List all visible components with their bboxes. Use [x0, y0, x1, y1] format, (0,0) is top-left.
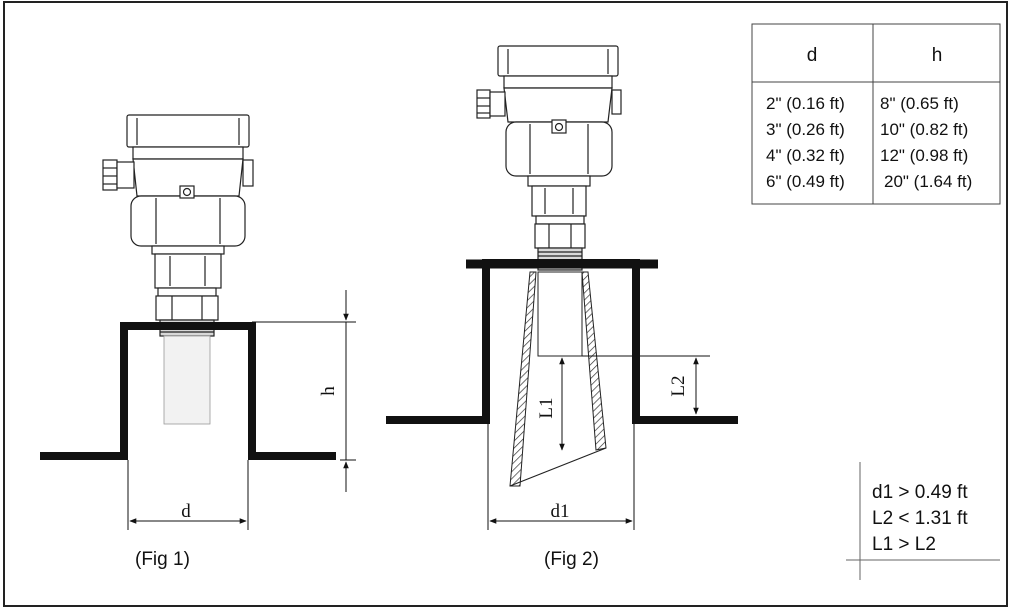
fig2-d1-dimension — [487, 424, 635, 530]
dimension-table — [751, 23, 1001, 205]
fig1-d-label: d — [181, 501, 191, 522]
fig1-caption: (Fig 1) — [135, 549, 190, 570]
table-cell: 4" (0.32 ft) — [766, 146, 845, 165]
fig1-d-dimension — [127, 460, 249, 530]
table-header-d: d — [807, 45, 818, 66]
fig2-horn-mouth — [509, 447, 607, 487]
fig1-h-label: h — [318, 386, 339, 396]
fig2-caption: (Fig 2) — [544, 549, 599, 570]
fig2-horn-right-wall — [581, 271, 607, 451]
table-cell: 6" (0.49 ft) — [766, 172, 845, 191]
table-cell: 10" (0.82 ft) — [880, 120, 968, 139]
table-cell: 2" (0.16 ft) — [766, 94, 845, 113]
fig1-h-dimension — [252, 290, 356, 492]
fig2-l1-label: L1 — [536, 397, 557, 418]
fig2-l2-label: L2 — [668, 375, 689, 396]
conditions-box — [846, 462, 1000, 580]
condition-d1: d1 > 0.49 ft — [872, 482, 968, 503]
fig2-horn-left-wall — [509, 271, 537, 487]
fig2-antenna-cone — [537, 271, 583, 357]
fig1-nozzle — [40, 322, 336, 460]
condition-l1: L1 > L2 — [872, 534, 936, 555]
table-cell: 12" (0.98 ft) — [880, 146, 968, 165]
table-cell: 8" (0.65 ft) — [880, 94, 959, 113]
outer-border — [3, 1, 1008, 607]
table-header-h: h — [932, 45, 943, 66]
condition-l2: L2 < 1.31 ft — [872, 508, 968, 529]
fig2-d1-label: d1 — [551, 501, 570, 522]
fig2-sensor — [476, 45, 622, 271]
table-cell: 3" (0.26 ft) — [766, 120, 845, 139]
fig2-l-dimensions — [559, 355, 710, 451]
table-cell: 20" (1.64 ft) — [884, 172, 972, 191]
